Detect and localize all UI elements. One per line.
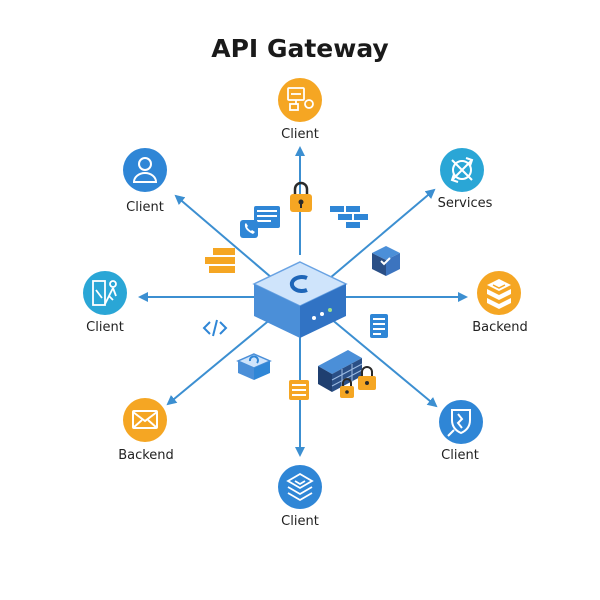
node-left-label: Client [86,320,124,335]
phone-icon [240,220,258,238]
padlock-icon [290,181,312,212]
envelope-icon [132,410,158,429]
firewall-padlock-icon [358,366,376,390]
arrow-to-bottom-left [166,317,273,406]
mini-server-icon [236,353,272,380]
node-top-left[interactable]: Client [123,148,167,215]
stacked-bars-icon [205,248,235,273]
node-top-right-label: Services [438,196,493,211]
list-document-icon [370,314,388,338]
stacked-boxes-icon [487,279,511,309]
node-bottom[interactable]: Client [278,465,322,529]
firewall-icon [318,350,363,392]
services-arrows-icon [450,157,474,183]
arrow-to-bottom-right [329,317,438,408]
node-top-label: Client [281,127,319,142]
arrow-to-top-right [329,188,436,279]
code-icon [202,319,228,337]
bricks-icon [330,206,368,228]
node-bottom-right-label: Client [441,448,479,463]
arrow-to-top-left [174,194,273,279]
node-right[interactable]: Backend [472,271,528,335]
layers-icon [286,472,314,502]
person-door-icon [92,280,117,306]
node-bottom-right[interactable]: Client [439,400,483,463]
document-icon [254,206,280,228]
gateway-hub-icon [252,261,348,338]
node-right-label: Backend [472,320,528,335]
orange-list-icon [289,380,309,400]
node-top-left-label: Client [126,200,164,215]
diagram-title: API Gateway [211,34,389,63]
broken-shield-icon [447,409,471,437]
node-left[interactable]: Client [83,271,127,335]
cube-icon [372,246,400,276]
node-bottom-label: Client [281,514,319,529]
outer-nodes: Client Client Services [83,78,528,529]
node-top[interactable]: Client [278,78,322,142]
user-icon [132,157,158,183]
firewall-padlock-small-icon [340,378,354,398]
network-diagram-icon [287,87,314,111]
node-bottom-left-label: Backend [118,448,174,463]
connector-arrows [138,146,468,457]
node-top-right[interactable]: Services [438,148,493,211]
node-bottom-left[interactable]: Backend [118,398,174,463]
